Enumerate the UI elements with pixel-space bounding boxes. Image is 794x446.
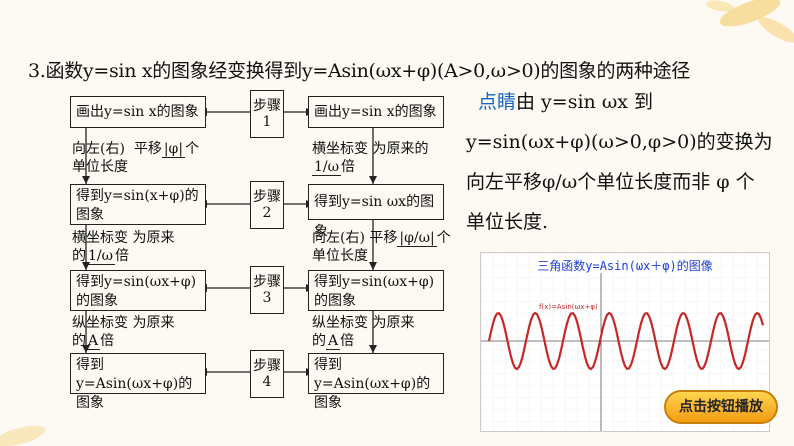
right-box-3: 得到y=sin(ωx+φ)的图象 (308, 270, 444, 311)
sine-curve (487, 311, 765, 371)
tip-line-1: 点睛由 y=sin ωx 到 (478, 91, 654, 113)
play-button[interactable]: 点击按钮播放 (664, 390, 778, 424)
step-2-box: 步骤2 (250, 181, 284, 229)
right-box-2: 得到y=sin ωx的图象 (308, 184, 444, 240)
graph-title: 三角函数y=Asin(ωx＋φ)的图像 (537, 259, 713, 273)
sine-graph-panel: 三角函数y=Asin(ωx＋φ)的图像 f(x)=Asin(ωx+φ) (480, 252, 770, 432)
tip-text: 点睛由 y=sin ωx 到 y=sin(ωx+φ)(ω>0,φ>0)的变换为 … (466, 82, 788, 242)
decoration-leaves-icon (706, 0, 794, 43)
step-1-box: 步骤1 (250, 90, 284, 138)
tip-line-2: y=sin(ωx+φ)(ω>0,φ>0)的变换为 (466, 131, 773, 153)
left-box-3: 得到y=sin(ωx+φ)的图象 (70, 270, 206, 311)
right-box-4: 得到y=Asin(ωx+φ)的图象 (308, 353, 444, 411)
left-box-2: 得到y=sin(x+φ)的图象 (70, 184, 206, 225)
curve-label: f(x)=Asin(ωx+φ) (539, 303, 598, 311)
step-4-box: 步骤4 (250, 350, 284, 398)
tip-line-4: 单位长度. (466, 211, 549, 233)
tip-keyword: 点睛 (478, 91, 517, 113)
step-3-box: 步骤3 (250, 266, 284, 314)
left-box-4: 得到y=Asin(ωx+φ)的图象 (70, 353, 206, 411)
page-title: 3.函数y=sin x的图象经变换得到y=Asin(ωx+φ)(A>0,ω>0)… (28, 60, 690, 82)
left-note-1: 向左(右) 平移|φ|个 单位长度 (72, 141, 200, 175)
left-box-1: 画出y=sin x的图象 (70, 96, 206, 128)
tip-line-3: 向左平移φ/ω个单位长度而非 φ 个 (466, 171, 755, 193)
right-box-1: 画出y=sin x的图象 (308, 96, 444, 128)
right-note-2: 向左(右) 平移|φ/ω|个 单位长度 (312, 230, 451, 264)
decoration-leaf-icon (0, 425, 46, 446)
